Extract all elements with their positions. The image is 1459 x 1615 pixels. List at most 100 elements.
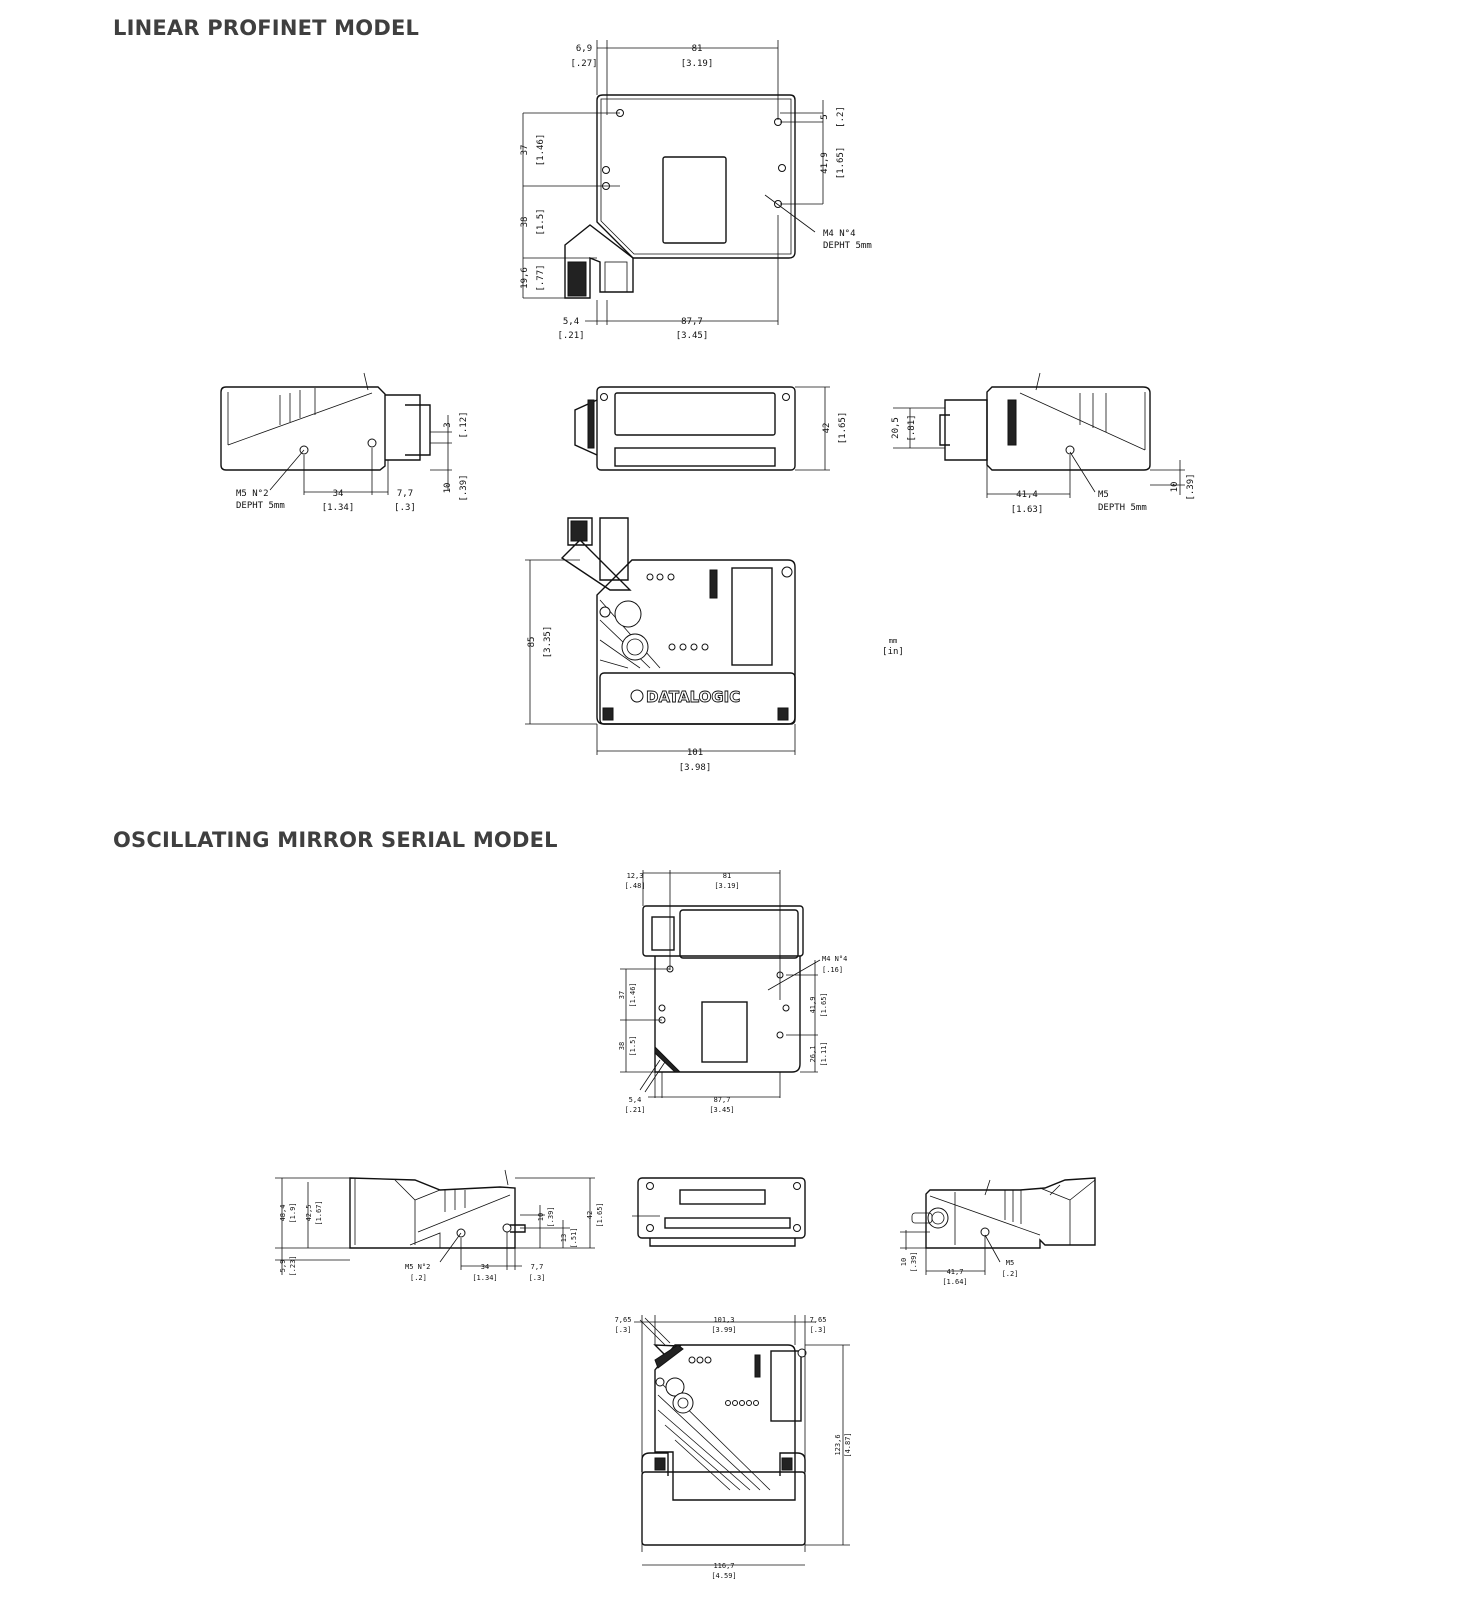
unit-legend-mm: mm (889, 637, 897, 645)
linear-left-side-view: M5 N°2 DEPHT 5mm 34 [1.34] 7,7 [.3] 3 [.… (220, 372, 469, 513)
dimension-label: M5 (1098, 490, 1109, 500)
dimension-label: [1.34] (322, 503, 355, 513)
dimension-label: [.21] (557, 331, 584, 341)
dimension-label: [3.99] (711, 1326, 736, 1334)
oscillating-front-view: 7,65 [.3] 101,3 [3.99] 7,65 [.3] 123,6 [… (615, 1315, 852, 1580)
dimension-label: 48,4 (279, 1205, 287, 1222)
dimension-label: 87,7 (714, 1096, 731, 1104)
dimension-label: [.16] (822, 966, 843, 974)
dimension-label: [4.87] (844, 1432, 852, 1457)
dimension-label: M4 N°4 (823, 229, 856, 239)
oscillating-top-view: 12,3 [.48] 81 [3.19] M4 N°4 [.16] 37 [1.… (618, 870, 847, 1114)
dimension-label: [1.5] (536, 208, 546, 235)
section-title-linear-profinet: LINEAR PROFINET MODEL (113, 16, 420, 40)
dimension-label: 20,5 (891, 417, 901, 439)
datalogic-logo: DATALOGIC (646, 688, 740, 706)
dimension-label: [.23] (289, 1255, 297, 1276)
dimension-label: 34 (481, 1263, 489, 1271)
dimension-label: 41,9 (809, 997, 817, 1014)
dimension-label: 19,6 (520, 267, 530, 289)
dimension-label: 116,7 (713, 1562, 734, 1570)
dimension-label: M5 (1006, 1259, 1014, 1267)
dimension-label: 7,7 (531, 1263, 544, 1271)
dimension-label: 10 (443, 483, 453, 494)
dimension-label: 123,6 (834, 1434, 842, 1455)
dimension-label: M4 N°4 (822, 955, 847, 963)
dimension-label: [.39] (1186, 473, 1196, 500)
dimension-label: 38 (520, 217, 530, 228)
unit-legend-in: [in] (882, 647, 904, 657)
oscillating-back-view (632, 1177, 806, 1247)
dimension-label: 42,5 (305, 1205, 313, 1222)
dimension-label: [1.34] (472, 1274, 497, 1282)
dimension-label: [1.46] (629, 982, 637, 1007)
dimension-label: 87,7 (681, 317, 703, 327)
dimension-label: 37 (520, 145, 530, 156)
dimension-label: [1.65] (836, 147, 846, 180)
dimension-label: 5,4 (563, 317, 579, 327)
dimension-label: [4.59] (711, 1572, 736, 1580)
dimension-label: [.2] (1002, 1270, 1019, 1278)
dimension-label: [3.35] (543, 626, 553, 659)
dimension-label: 10 (537, 1213, 545, 1221)
dimension-label: [.3] (810, 1326, 827, 1334)
dimension-label: [.2] (836, 106, 846, 128)
dimension-label: 5 (820, 114, 830, 119)
dimension-label: 10 (1170, 482, 1180, 493)
oscillating-right-side-view: 10 [.39] 41,7 [1.64] M5 [.2] (900, 1177, 1096, 1286)
dimension-label: [3.98] (679, 763, 712, 773)
dimension-label: 5,4 (629, 1096, 642, 1104)
dimension-label: [1.65] (596, 1202, 604, 1227)
dimension-label: [.12] (459, 411, 469, 438)
dimension-label: [.39] (547, 1206, 555, 1227)
dimension-label: 85 (527, 637, 537, 648)
dimension-label: 37 (618, 991, 626, 999)
section-title-oscillating-mirror: OSCILLATING MIRROR SERIAL MODEL (113, 828, 558, 852)
dimension-label: [.77] (536, 264, 546, 291)
dimension-label: [1.64] (942, 1278, 967, 1286)
dimension-label: [3.19] (714, 882, 739, 890)
dimension-label: 7,65 (810, 1316, 827, 1324)
dimension-label: 6,9 (576, 44, 592, 54)
dimension-label: 81 (723, 872, 731, 880)
linear-back-view: 42 [1.65] (574, 386, 848, 471)
dimension-label: [1.65] (838, 412, 848, 445)
linear-top-view (522, 40, 824, 325)
dimension-label: [.21] (624, 1106, 645, 1114)
dimension-label: 101 (687, 748, 703, 758)
dimension-label: [1.11] (820, 1041, 828, 1066)
linear-front-view: DATALOGIC 85 [3.35] 101 [3.98] mm [in] (525, 517, 904, 773)
dimension-label: 7,7 (397, 489, 413, 499)
dimension-label: [1.63] (1011, 505, 1044, 515)
dimension-label: [.81] (907, 414, 917, 441)
dimension-label: 38 (618, 1042, 626, 1050)
dimension-label: [1.67] (315, 1200, 323, 1225)
dimension-label: [.39] (459, 474, 469, 501)
oscillating-left-side-view: 48,4 [1.9] 42,5 [1.67] 5,9 [.23] 10 [.39… (275, 1169, 604, 1282)
dimension-label: [1.9] (289, 1202, 297, 1223)
dimension-label: 42 (822, 423, 832, 434)
dimension-label: DEPHT 5mm (236, 501, 285, 511)
dimension-label: 3 (443, 422, 453, 427)
dimension-label: 101,3 (713, 1316, 734, 1324)
dimension-label: [.51] (570, 1227, 578, 1248)
dimension-label: 7,65 (615, 1316, 632, 1324)
dimension-label: 26,1 (809, 1046, 817, 1063)
linear-dims-top: 6,9 [.27] 81 [3.19] 37 [1.46] 38 [1.5] 1… (520, 44, 872, 341)
dimension-label: 34 (333, 489, 344, 499)
dimension-label: DEPTH 5mm (1098, 503, 1147, 513)
dimension-label: 41,9 (820, 152, 830, 174)
dimension-label: [.3] (615, 1326, 632, 1334)
dimension-label: [.48] (624, 882, 645, 890)
dimension-label: M5 N°2 (236, 489, 269, 499)
dimension-label: 42 (586, 1211, 594, 1219)
dimension-label: [3.45] (676, 331, 709, 341)
dimension-label: 41,4 (1016, 490, 1038, 500)
dimension-label: 5,9 (279, 1260, 287, 1273)
dimension-label: DEPHT 5mm (823, 241, 872, 251)
dimension-label: [3.45] (709, 1106, 734, 1114)
dimension-label: [1.5] (629, 1035, 637, 1056)
dimension-label: 81 (692, 44, 703, 54)
dimension-label: 41,7 (947, 1268, 964, 1276)
